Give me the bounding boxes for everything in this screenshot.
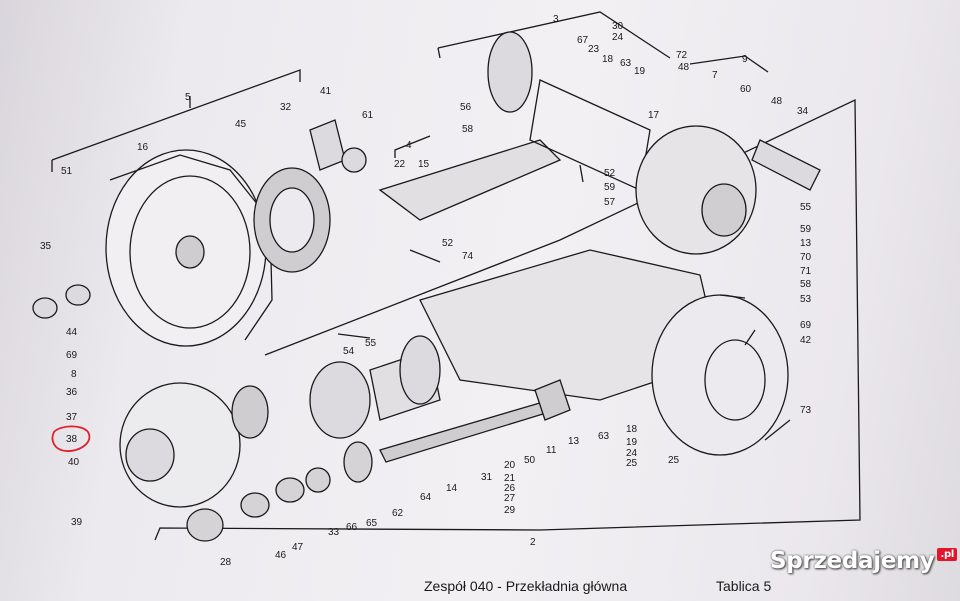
callout: 45 <box>235 119 247 130</box>
callout: 53 <box>800 294 812 305</box>
callout: 59 <box>604 182 616 193</box>
callout: 16 <box>137 142 149 153</box>
callout: 44 <box>66 327 78 338</box>
callout: 66 <box>346 522 358 533</box>
callout: 65 <box>366 518 378 529</box>
callout: 18 <box>626 424 638 435</box>
callout: 46 <box>275 550 287 561</box>
callout: 59 <box>800 224 812 235</box>
callout: 48 <box>771 96 783 107</box>
callout: 21 <box>504 473 516 484</box>
callout: 2 <box>530 537 536 548</box>
callout: 39 <box>71 517 83 528</box>
watermark-tld: .pl <box>937 548 957 561</box>
callout: 57 <box>604 197 616 208</box>
callout: 40 <box>68 457 80 468</box>
callout: 13 <box>568 436 580 447</box>
callout: 25 <box>668 455 680 466</box>
callout: 24 <box>612 32 624 43</box>
callout: 63 <box>598 431 610 442</box>
callout: 71 <box>800 266 812 277</box>
callout: 72 <box>676 50 688 61</box>
callout: 63 <box>620 58 632 69</box>
callout: 61 <box>362 110 374 121</box>
callout: 37 <box>66 412 78 423</box>
callout: 19 <box>626 437 638 448</box>
callout: 73 <box>800 405 812 416</box>
callout: 74 <box>462 251 474 262</box>
watermark-logo: Sprzedajemy.pl <box>770 548 957 574</box>
callout: 62 <box>392 508 404 519</box>
callout: 17 <box>648 110 660 121</box>
callout: 48 <box>678 62 690 73</box>
callout: 41 <box>320 86 332 97</box>
callout: 3 <box>553 14 559 25</box>
watermark-brand: Sprzedajemy <box>770 548 935 574</box>
callout: 33 <box>328 527 340 538</box>
callout: 30 <box>612 21 624 32</box>
callout: 11 <box>546 445 557 456</box>
callout: 42 <box>800 335 812 346</box>
callout: 13 <box>800 238 812 249</box>
callout: 25 <box>626 458 638 469</box>
highlight-circle <box>51 425 91 452</box>
callout: 50 <box>524 455 536 466</box>
callout: 15 <box>418 159 430 170</box>
callout: 20 <box>504 460 516 471</box>
callout: 55 <box>365 338 377 349</box>
callout: 51 <box>61 166 73 177</box>
callout: 7 <box>712 70 718 81</box>
callout-highlighted: 38 <box>66 434 78 445</box>
callout: 69 <box>66 350 78 361</box>
callout: 34 <box>797 106 809 117</box>
callout: 60 <box>740 84 752 95</box>
callout: 14 <box>446 483 458 494</box>
callout: 22 <box>394 159 406 170</box>
plate-number: Tablica 5 <box>716 578 772 594</box>
callout: 28 <box>220 557 232 568</box>
callout: 47 <box>292 542 304 553</box>
callout: 23 <box>588 44 600 55</box>
callout: 32 <box>280 102 292 113</box>
callout: 27 <box>504 493 516 504</box>
callout: 58 <box>800 279 812 290</box>
callout: 54 <box>343 346 355 357</box>
callout: 31 <box>481 472 493 483</box>
callout: 36 <box>66 387 78 398</box>
callout: 52 <box>442 238 454 249</box>
callout: 29 <box>504 505 516 516</box>
callout: 35 <box>40 241 52 252</box>
callout: 19 <box>634 66 646 77</box>
callout: 52 <box>604 168 616 179</box>
callout: 9 <box>742 54 748 65</box>
callout: 58 <box>462 124 474 135</box>
callout: 55 <box>800 202 812 213</box>
callout: 4 <box>406 140 412 151</box>
callout: 18 <box>602 54 614 65</box>
callout: 8 <box>71 369 77 380</box>
callout: 56 <box>460 102 472 113</box>
callout: 70 <box>800 252 812 263</box>
plate-title: Zespół 040 - Przekładnia główna <box>424 578 628 594</box>
callout: 64 <box>420 492 432 503</box>
callout: 69 <box>800 320 812 331</box>
callout: 5 <box>185 92 191 103</box>
callout: 26 <box>504 483 516 494</box>
callout: 24 <box>626 448 638 459</box>
callout: 67 <box>577 35 589 46</box>
